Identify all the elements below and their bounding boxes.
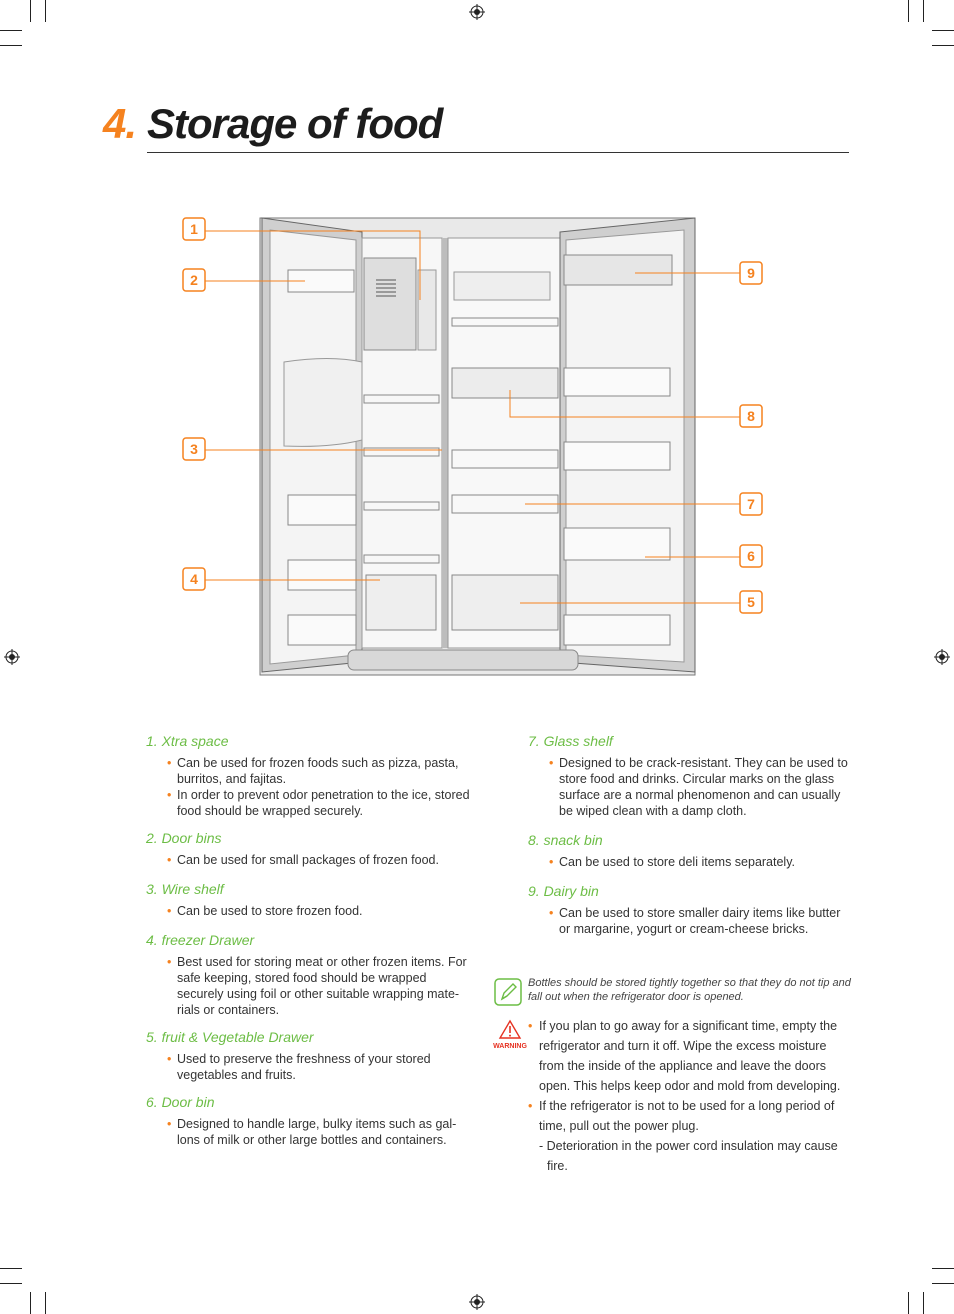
svg-text:4: 4 <box>190 571 198 587</box>
note-text: Bottles should be stored tightly togethe… <box>528 976 854 1004</box>
section-number: 4. <box>103 100 136 148</box>
crop-mark <box>923 0 924 22</box>
svg-text:2: 2 <box>190 272 198 288</box>
crop-mark <box>932 30 954 31</box>
item-bullet: Used to preserve the freshness of your s… <box>146 1051 476 1083</box>
item-vegetable-drawer: 5. fruit & Vegetable Drawer Used to pres… <box>146 1028 476 1083</box>
callout-2: 2 <box>183 269 205 291</box>
item-title: 5. fruit & Vegetable Drawer <box>146 1028 476 1046</box>
item-xtra-space: 1. Xtra space Can be used for frozen foo… <box>146 732 476 819</box>
crop-mark <box>0 1268 22 1269</box>
item-title: 6. Door bin <box>146 1093 476 1111</box>
warning-label: WARNING <box>493 1043 527 1050</box>
callout-4: 4 <box>183 568 205 590</box>
callout-3: 3 <box>183 438 205 460</box>
items-left-column: 1. Xtra space Can be used for frozen foo… <box>146 732 476 1157</box>
warning-sub: - Deterioration in the power cord insula… <box>528 1136 854 1176</box>
item-bullet: Can be used for frozen foods such as piz… <box>146 755 476 787</box>
svg-text:5: 5 <box>747 594 755 610</box>
svg-text:7: 7 <box>747 496 755 512</box>
item-bullet: Can be used to store smaller dairy items… <box>528 905 853 937</box>
item-snack-bin: 8. snack bin Can be used to store deli i… <box>528 831 853 870</box>
warning-bullet: If the refrigerator is not to be used fo… <box>528 1096 854 1136</box>
item-bullet: Can be used for small packages of frozen… <box>146 852 476 868</box>
item-glass-shelf: 7. Glass shelf Designed to be crack-resi… <box>528 732 853 819</box>
item-bullet: Designed to be crack-resistant. They can… <box>528 755 853 819</box>
crop-mark <box>932 45 954 46</box>
refrigerator-diagram: 1 2 3 4 5 6 7 8 9 <box>180 210 780 690</box>
item-title: 1. Xtra space <box>146 732 476 750</box>
note-box: Bottles should be stored tightly togethe… <box>494 976 854 1012</box>
callout-7: 7 <box>740 493 762 515</box>
ice-maker <box>364 258 416 350</box>
registration-mark-icon <box>469 1294 485 1310</box>
callout-1: 1 <box>183 218 205 240</box>
crop-mark <box>932 1268 954 1269</box>
callout-6: 6 <box>740 545 762 567</box>
registration-mark-icon <box>4 649 20 665</box>
crop-mark <box>0 1283 22 1284</box>
crop-mark <box>45 0 46 22</box>
note-pencil-icon <box>494 978 522 1006</box>
callout-5: 5 <box>740 591 762 613</box>
svg-text:3: 3 <box>190 441 198 457</box>
item-title: 2. Door bins <box>146 829 476 847</box>
item-bullet: In order to prevent odor penetration to … <box>146 787 476 819</box>
crop-mark <box>908 0 909 22</box>
item-bullet: Can be used to store frozen food. <box>146 903 476 919</box>
item-title: 7. Glass shelf <box>528 732 853 750</box>
item-title: 8. snack bin <box>528 831 853 849</box>
item-door-bins: 2. Door bins Can be used for small packa… <box>146 829 476 868</box>
item-dairy-bin: 9. Dairy bin Can be used to store smalle… <box>528 882 853 937</box>
registration-mark-icon <box>934 649 950 665</box>
svg-text:9: 9 <box>747 265 755 281</box>
registration-mark-icon <box>469 4 485 20</box>
item-freezer-drawer: 4. freezer Drawer Best used for storing … <box>146 931 476 1018</box>
item-door-bin: 6. Door bin Designed to handle large, bu… <box>146 1093 476 1148</box>
freezer-drawer <box>366 575 436 630</box>
crop-mark <box>30 1292 31 1314</box>
section-title: Storage of food <box>147 100 442 148</box>
item-wire-shelf: 3. Wire shelf Can be used to store froze… <box>146 880 476 919</box>
crop-mark <box>0 45 22 46</box>
page-title: 4. Storage of food <box>103 100 849 156</box>
crop-mark <box>908 1292 909 1314</box>
door-bin <box>564 528 670 560</box>
dairy-bin <box>564 255 672 285</box>
title-underline <box>147 152 849 153</box>
crop-mark <box>923 1292 924 1314</box>
item-bullet: Can be used to store deli items separate… <box>528 854 853 870</box>
warning-icon: WARNING <box>488 1018 532 1052</box>
crop-mark <box>45 1292 46 1314</box>
item-title: 4. freezer Drawer <box>146 931 476 949</box>
items-right-column: 7. Glass shelf Designed to be crack-resi… <box>528 732 853 946</box>
item-title: 9. Dairy bin <box>528 882 853 900</box>
item-title: 3. Wire shelf <box>146 880 476 898</box>
callout-8: 8 <box>740 405 762 427</box>
item-bullet: Best used for storing meat or other froz… <box>146 954 476 1018</box>
warning-sub-text: - Deterioration in the power cord insula… <box>539 1136 854 1176</box>
warning-list: If you plan to go away for a significant… <box>528 1016 854 1176</box>
callout-9: 9 <box>740 262 762 284</box>
warning-bullet: If you plan to go away for a significant… <box>528 1016 854 1096</box>
crop-mark <box>0 30 22 31</box>
svg-text:8: 8 <box>747 408 755 424</box>
crop-mark <box>30 0 31 22</box>
item-bullet: Designed to handle large, bulky items su… <box>146 1116 476 1148</box>
crop-mark <box>932 1283 954 1284</box>
svg-text:1: 1 <box>190 221 198 237</box>
svg-text:6: 6 <box>747 548 755 564</box>
